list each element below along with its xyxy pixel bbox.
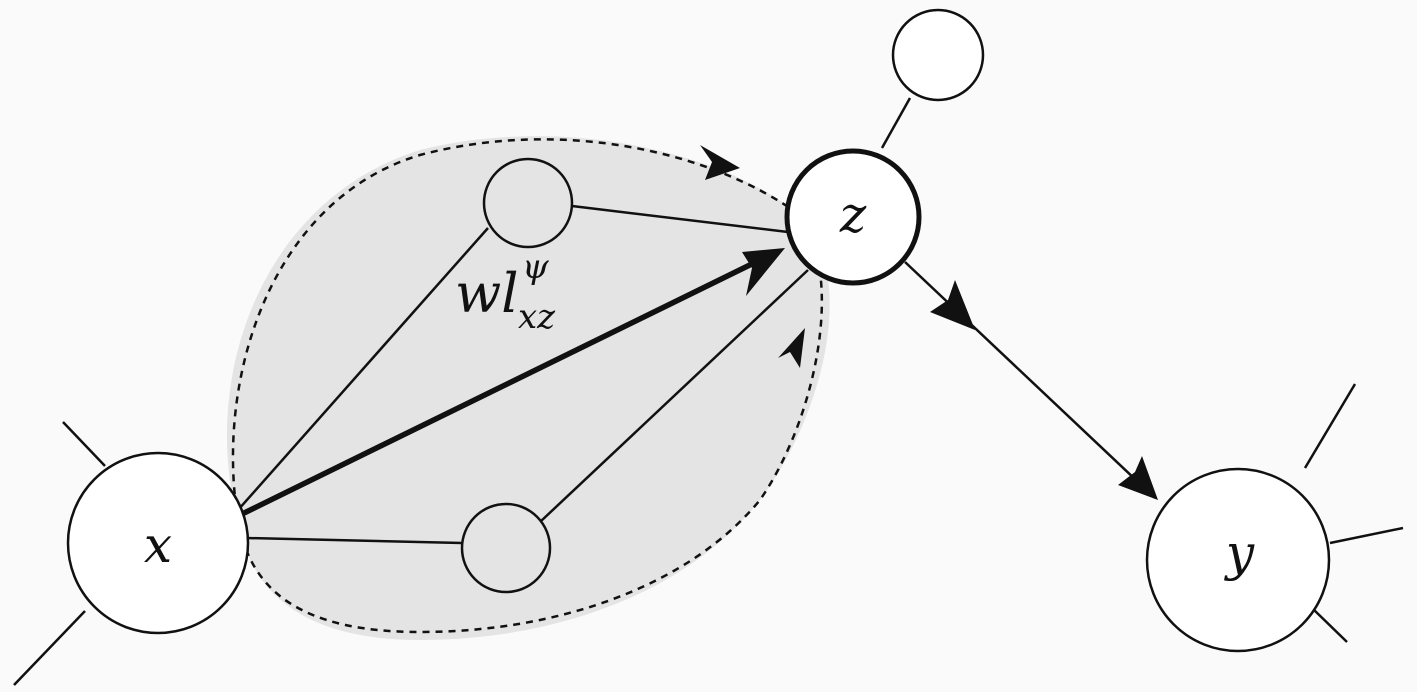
boundary-arrow-right — [778, 328, 805, 368]
edge-x-upper — [237, 227, 489, 511]
neighborhood-boundary — [231, 138, 824, 634]
edge-weight-label: wl — [455, 262, 519, 325]
stub-z-top — [880, 97, 912, 149]
stub-x-bottom — [13, 610, 86, 686]
node-x-label: x — [144, 516, 172, 574]
node-y — [1145, 467, 1331, 653]
node-lower-middle — [460, 502, 552, 594]
arrowhead-z-y-end — [1118, 456, 1158, 500]
node-top-right — [891, 8, 985, 102]
neighborhood-region — [226, 136, 830, 640]
arrowhead-x-z — [742, 248, 785, 296]
edge-weight-subscript: xz — [518, 297, 556, 337]
node-z-label: z — [839, 186, 867, 244]
node-x — [66, 451, 250, 635]
stub-y-bottom — [1311, 607, 1348, 643]
boundary-arrow-top — [700, 145, 740, 180]
stub-y-right — [1329, 526, 1404, 545]
edge-upper-z — [571, 204, 789, 234]
arrowhead-z-y-mid — [930, 280, 975, 330]
edge-lower-z — [539, 269, 809, 523]
edge-weight-base: wl — [455, 262, 519, 325]
edge-x-z-main — [238, 257, 762, 518]
node-y-label: y — [1224, 524, 1255, 582]
stub-y-top — [1303, 383, 1357, 469]
edge-x-lower — [245, 536, 463, 545]
stub-x-top — [62, 421, 106, 467]
edge-weight-superscript: ψ — [522, 247, 549, 287]
node-z — [784, 148, 922, 286]
node-upper-middle — [482, 157, 574, 249]
